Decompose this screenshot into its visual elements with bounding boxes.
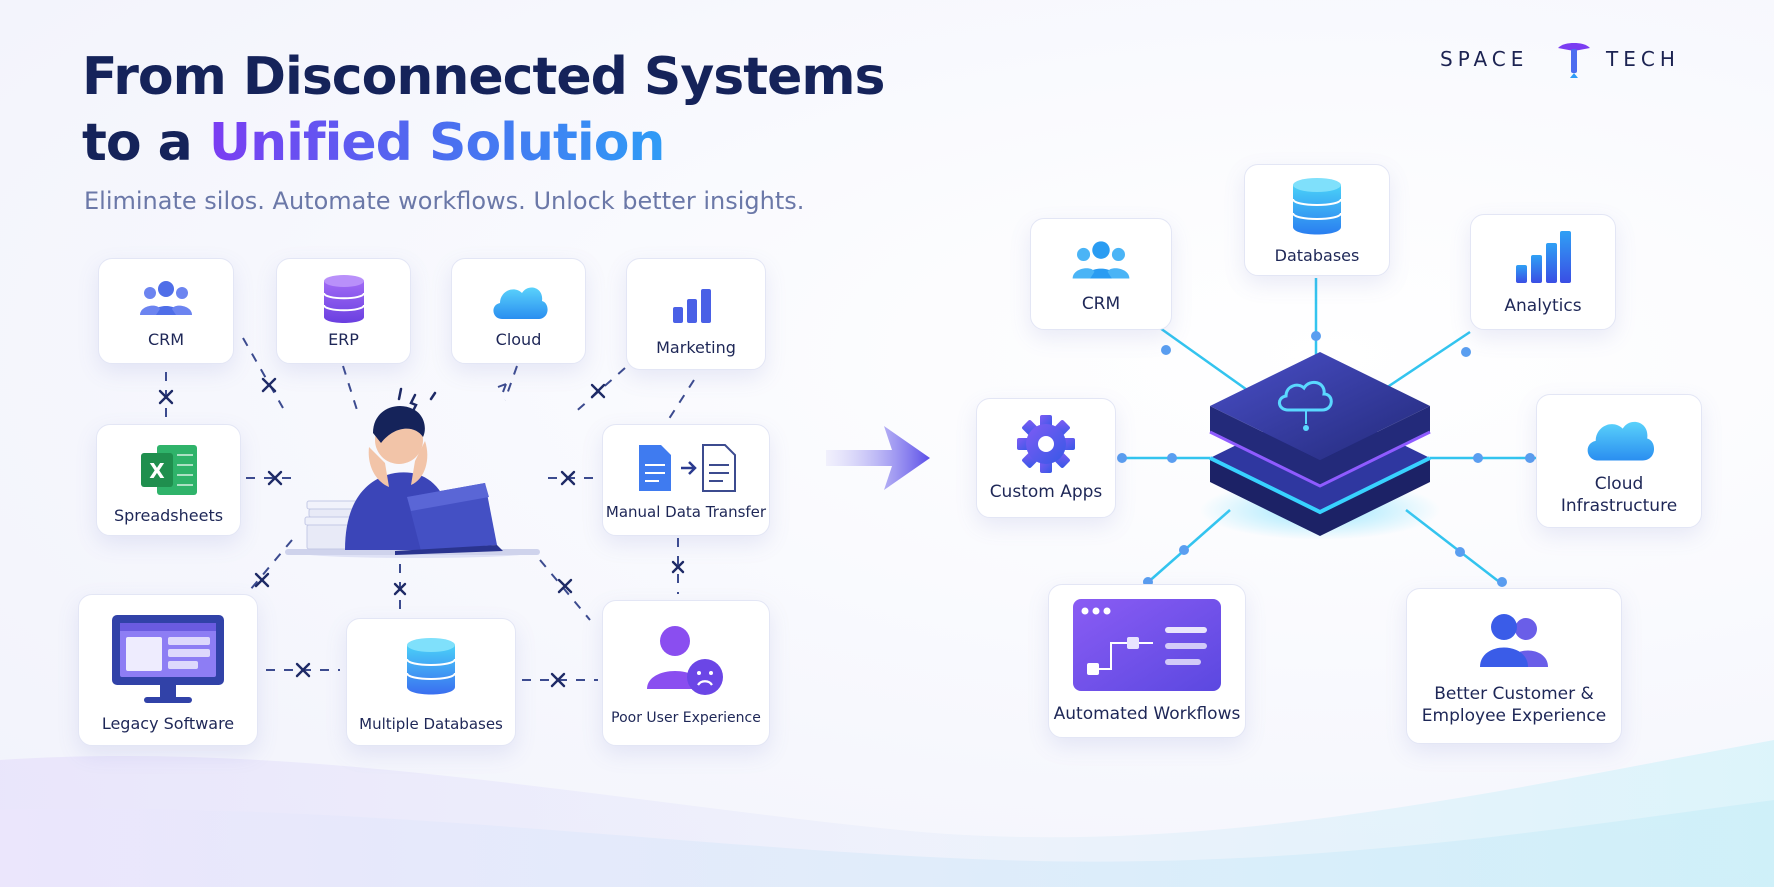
rocket-t-logo-icon <box>1558 43 1590 78</box>
left-card-marketing: Marketing <box>626 258 766 370</box>
excel-icon: X <box>140 445 197 495</box>
workflow-window-icon <box>1073 599 1221 691</box>
database-icon <box>322 275 365 323</box>
left-card-label: Cloud <box>495 330 542 349</box>
subtitle: Eliminate silos. Automate workflows. Unl… <box>84 187 805 215</box>
right-card-label: Analytics <box>1504 296 1582 316</box>
left-card-crm: CRM <box>98 258 234 364</box>
headline-highlight: Unified Solution <box>208 113 666 173</box>
transition-arrow-icon <box>826 426 930 490</box>
left-card-label: Marketing <box>656 338 736 357</box>
right-card-databases: Databases <box>1244 164 1390 276</box>
left-card-label: Legacy Software <box>101 714 235 733</box>
right-card-analytics: Analytics <box>1470 214 1616 330</box>
right-card-crm: CRM <box>1030 218 1172 330</box>
cloud-icon <box>492 287 548 319</box>
right-card-label: Better Customer & Employee Experience <box>1421 684 1607 726</box>
left-card-label: Manual Data Transfer <box>605 503 767 521</box>
users-icon <box>1072 241 1130 279</box>
left-card-label: CRM <box>147 330 185 349</box>
brand-word-tech: TECH <box>1606 47 1680 71</box>
svg-text:X: X <box>149 459 165 483</box>
broken-link-markers <box>158 377 685 688</box>
right-card-custom-apps: Custom Apps <box>976 398 1116 518</box>
stress-marks-icon <box>397 387 437 415</box>
left-card-poor-user-experience: Poor User Experience <box>602 600 770 746</box>
left-card-manual-data-transfer: Manual Data Transfer <box>602 424 770 536</box>
brand-logo: SPACE TECH <box>1438 40 1718 78</box>
right-card-label: Cloud Infrastructure <box>1560 474 1678 516</box>
users-icon <box>140 281 192 315</box>
headline-line1: From Disconnected Systems <box>82 47 885 107</box>
bar-chart-icon <box>1516 231 1571 283</box>
headline: From Disconnected Systems to a Unified S… <box>82 44 885 176</box>
left-card-label: Spreadsheets <box>113 506 224 525</box>
gear-icon <box>1017 415 1075 473</box>
unhappy-user-icon <box>647 626 723 695</box>
brand-word-space: SPACE <box>1440 47 1529 71</box>
laptop-icon <box>395 483 503 555</box>
right-card-label: Automated Workflows <box>1053 704 1241 724</box>
users-icon <box>1480 614 1548 667</box>
left-card-label: ERP <box>328 330 359 349</box>
document-transfer-icon <box>639 444 736 492</box>
database-icon <box>406 638 456 695</box>
left-card-label: Multiple Databases <box>359 715 503 733</box>
headline-line2-prefix: to a <box>82 113 193 173</box>
left-card-erp: ERP <box>276 258 411 364</box>
bar-chart-icon <box>673 289 711 323</box>
cloud-icon <box>1587 421 1655 461</box>
left-card-multiple-databases: Multiple Databases <box>346 618 516 746</box>
right-card-automated-workflows: Automated Workflows <box>1048 584 1246 738</box>
right-card-label: CRM <box>1081 294 1121 314</box>
right-card-better-experience: Better Customer & Employee Experience <box>1406 588 1622 744</box>
left-card-label: Poor User Experience <box>611 710 761 726</box>
unified-platform-hub-icon <box>1200 352 1440 540</box>
database-icon <box>1292 178 1342 235</box>
left-card-spreadsheets: X Spreadsheets <box>96 424 241 536</box>
right-card-label: Custom Apps <box>989 482 1103 502</box>
monitor-icon <box>112 615 224 703</box>
left-card-legacy-software: Legacy Software <box>78 594 258 746</box>
left-card-cloud: Cloud <box>451 258 586 364</box>
stressed-person-illustration <box>285 387 540 558</box>
right-card-cloud-infrastructure: Cloud Infrastructure <box>1536 394 1702 528</box>
right-card-label: Databases <box>1274 246 1360 265</box>
x-mark <box>158 389 174 405</box>
